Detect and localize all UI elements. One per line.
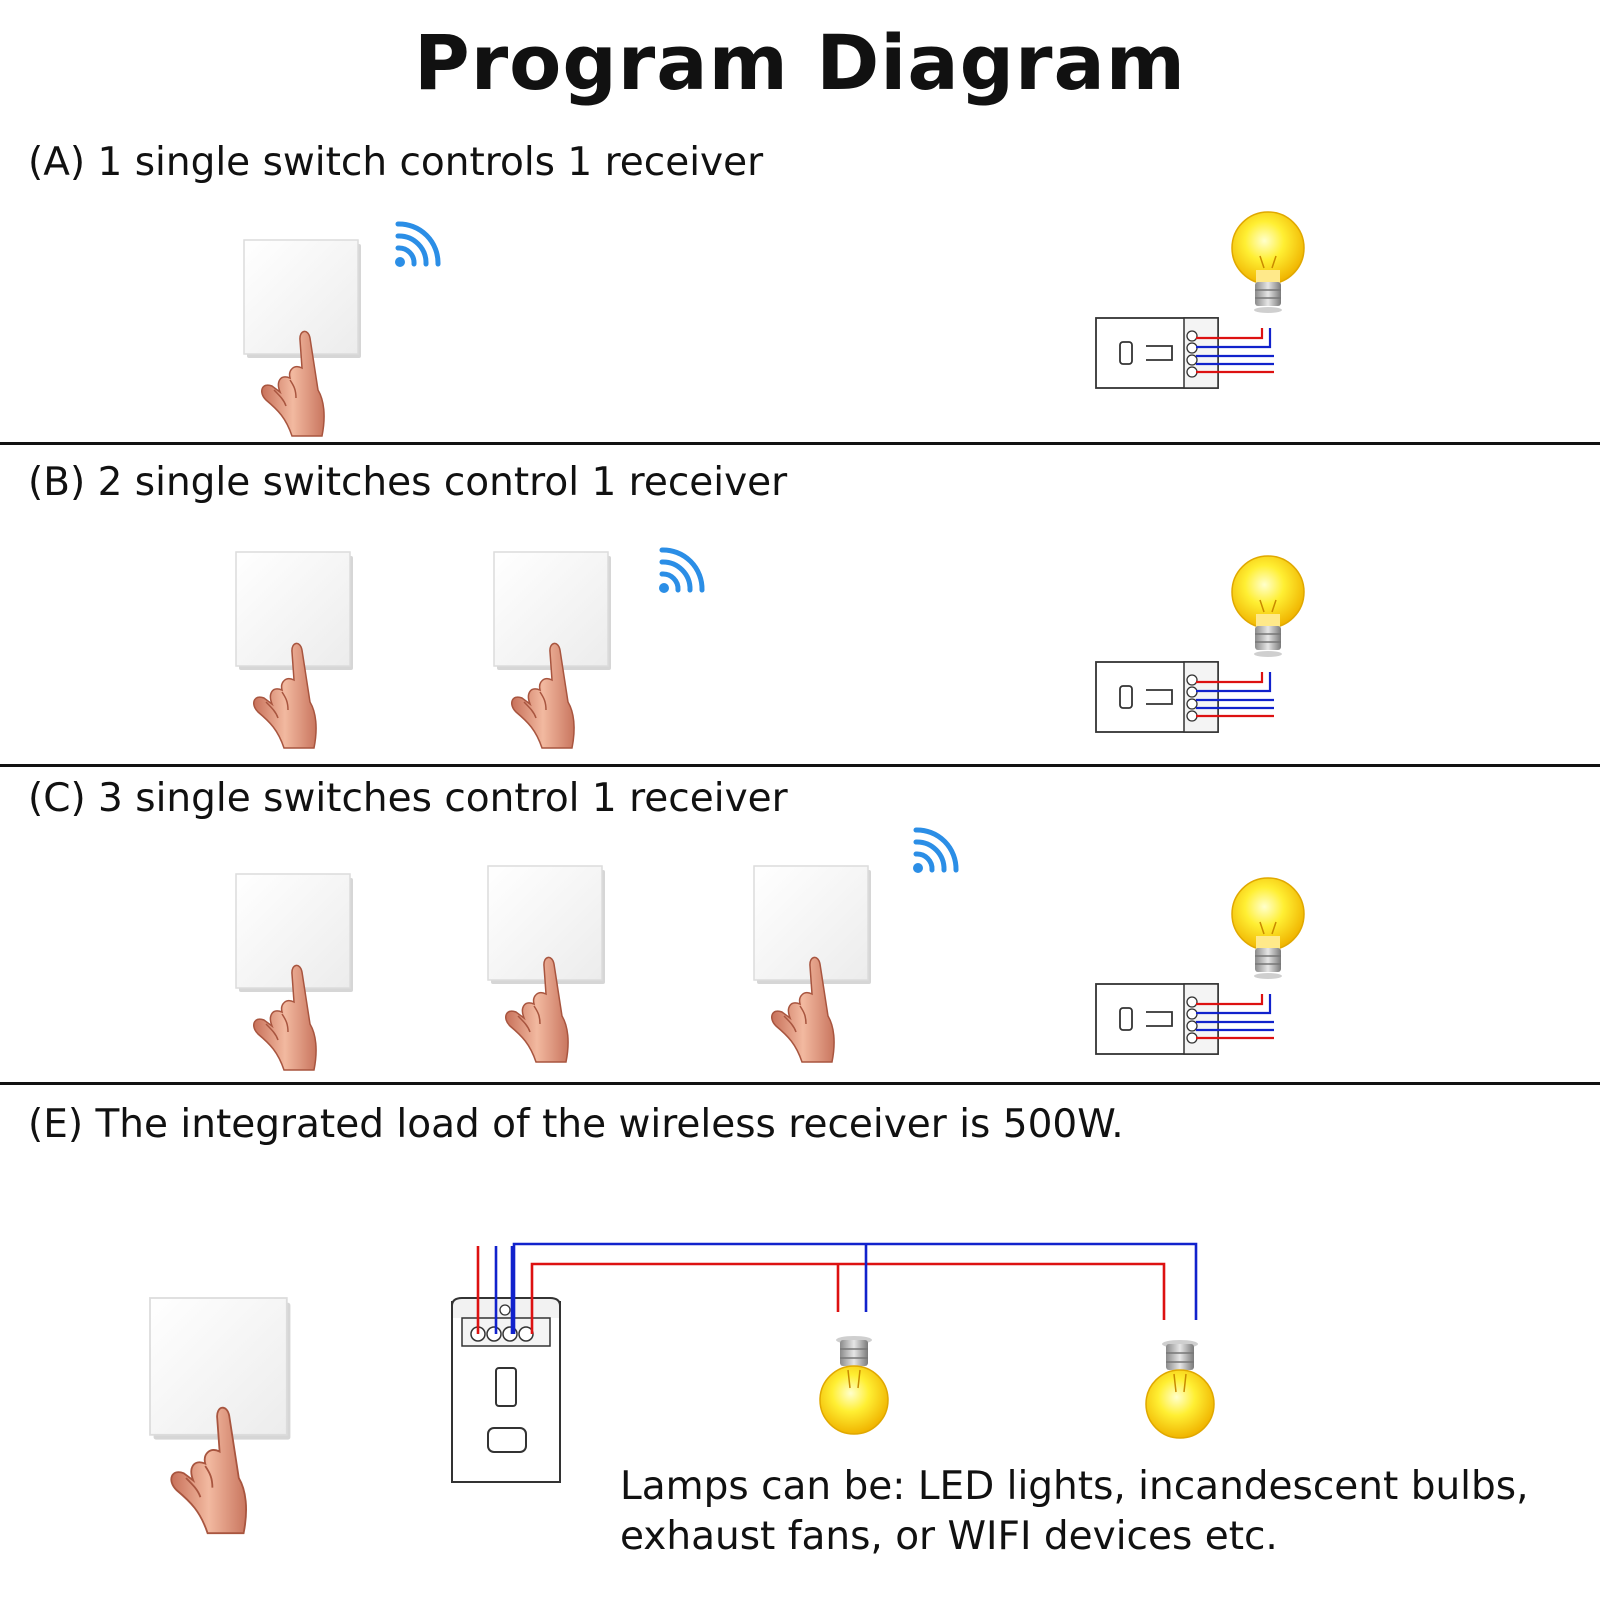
light-bulb-icon bbox=[1145, 1339, 1215, 1439]
section-e-label: (E) The integrated load of the wireless … bbox=[28, 1102, 1124, 1147]
switch-panel bbox=[487, 865, 606, 1063]
receiver-module bbox=[451, 1297, 561, 1483]
receiver-with-bulb bbox=[1094, 210, 1306, 390]
switch-panel bbox=[235, 551, 354, 749]
switch-panel bbox=[493, 551, 612, 749]
wifi-signal-icon bbox=[659, 550, 702, 593]
wifi-signal-icon bbox=[395, 224, 438, 267]
section-b-label: (B) 2 single switches control 1 receiver bbox=[28, 460, 788, 505]
receiver-with-bulb bbox=[1094, 876, 1306, 1056]
receiver-with-bulb bbox=[1094, 554, 1306, 734]
section-divider bbox=[0, 442, 1600, 445]
section-c-label: (C) 3 single switches control 1 receiver bbox=[28, 776, 788, 821]
wifi-signal-icon bbox=[913, 830, 956, 873]
switch-panel bbox=[235, 873, 354, 1071]
section-divider bbox=[0, 1082, 1600, 1085]
lamp-types-note: Lamps can be: LED lights, incandescent b… bbox=[620, 1462, 1528, 1562]
wiring bbox=[476, 1242, 1198, 1334]
page-title: Program Diagram bbox=[414, 18, 1186, 107]
light-bulb-icon bbox=[819, 1335, 889, 1435]
section-a-label: (A) 1 single switch controls 1 receiver bbox=[28, 140, 764, 185]
switch-panel bbox=[149, 1297, 292, 1535]
note-line-2: exhaust fans, or WIFI devices etc. bbox=[620, 1514, 1278, 1559]
note-line-1: Lamps can be: LED lights, incandescent b… bbox=[620, 1464, 1529, 1509]
section-divider bbox=[0, 764, 1600, 767]
switch-panel bbox=[753, 865, 872, 1063]
switch-panel bbox=[243, 239, 362, 437]
